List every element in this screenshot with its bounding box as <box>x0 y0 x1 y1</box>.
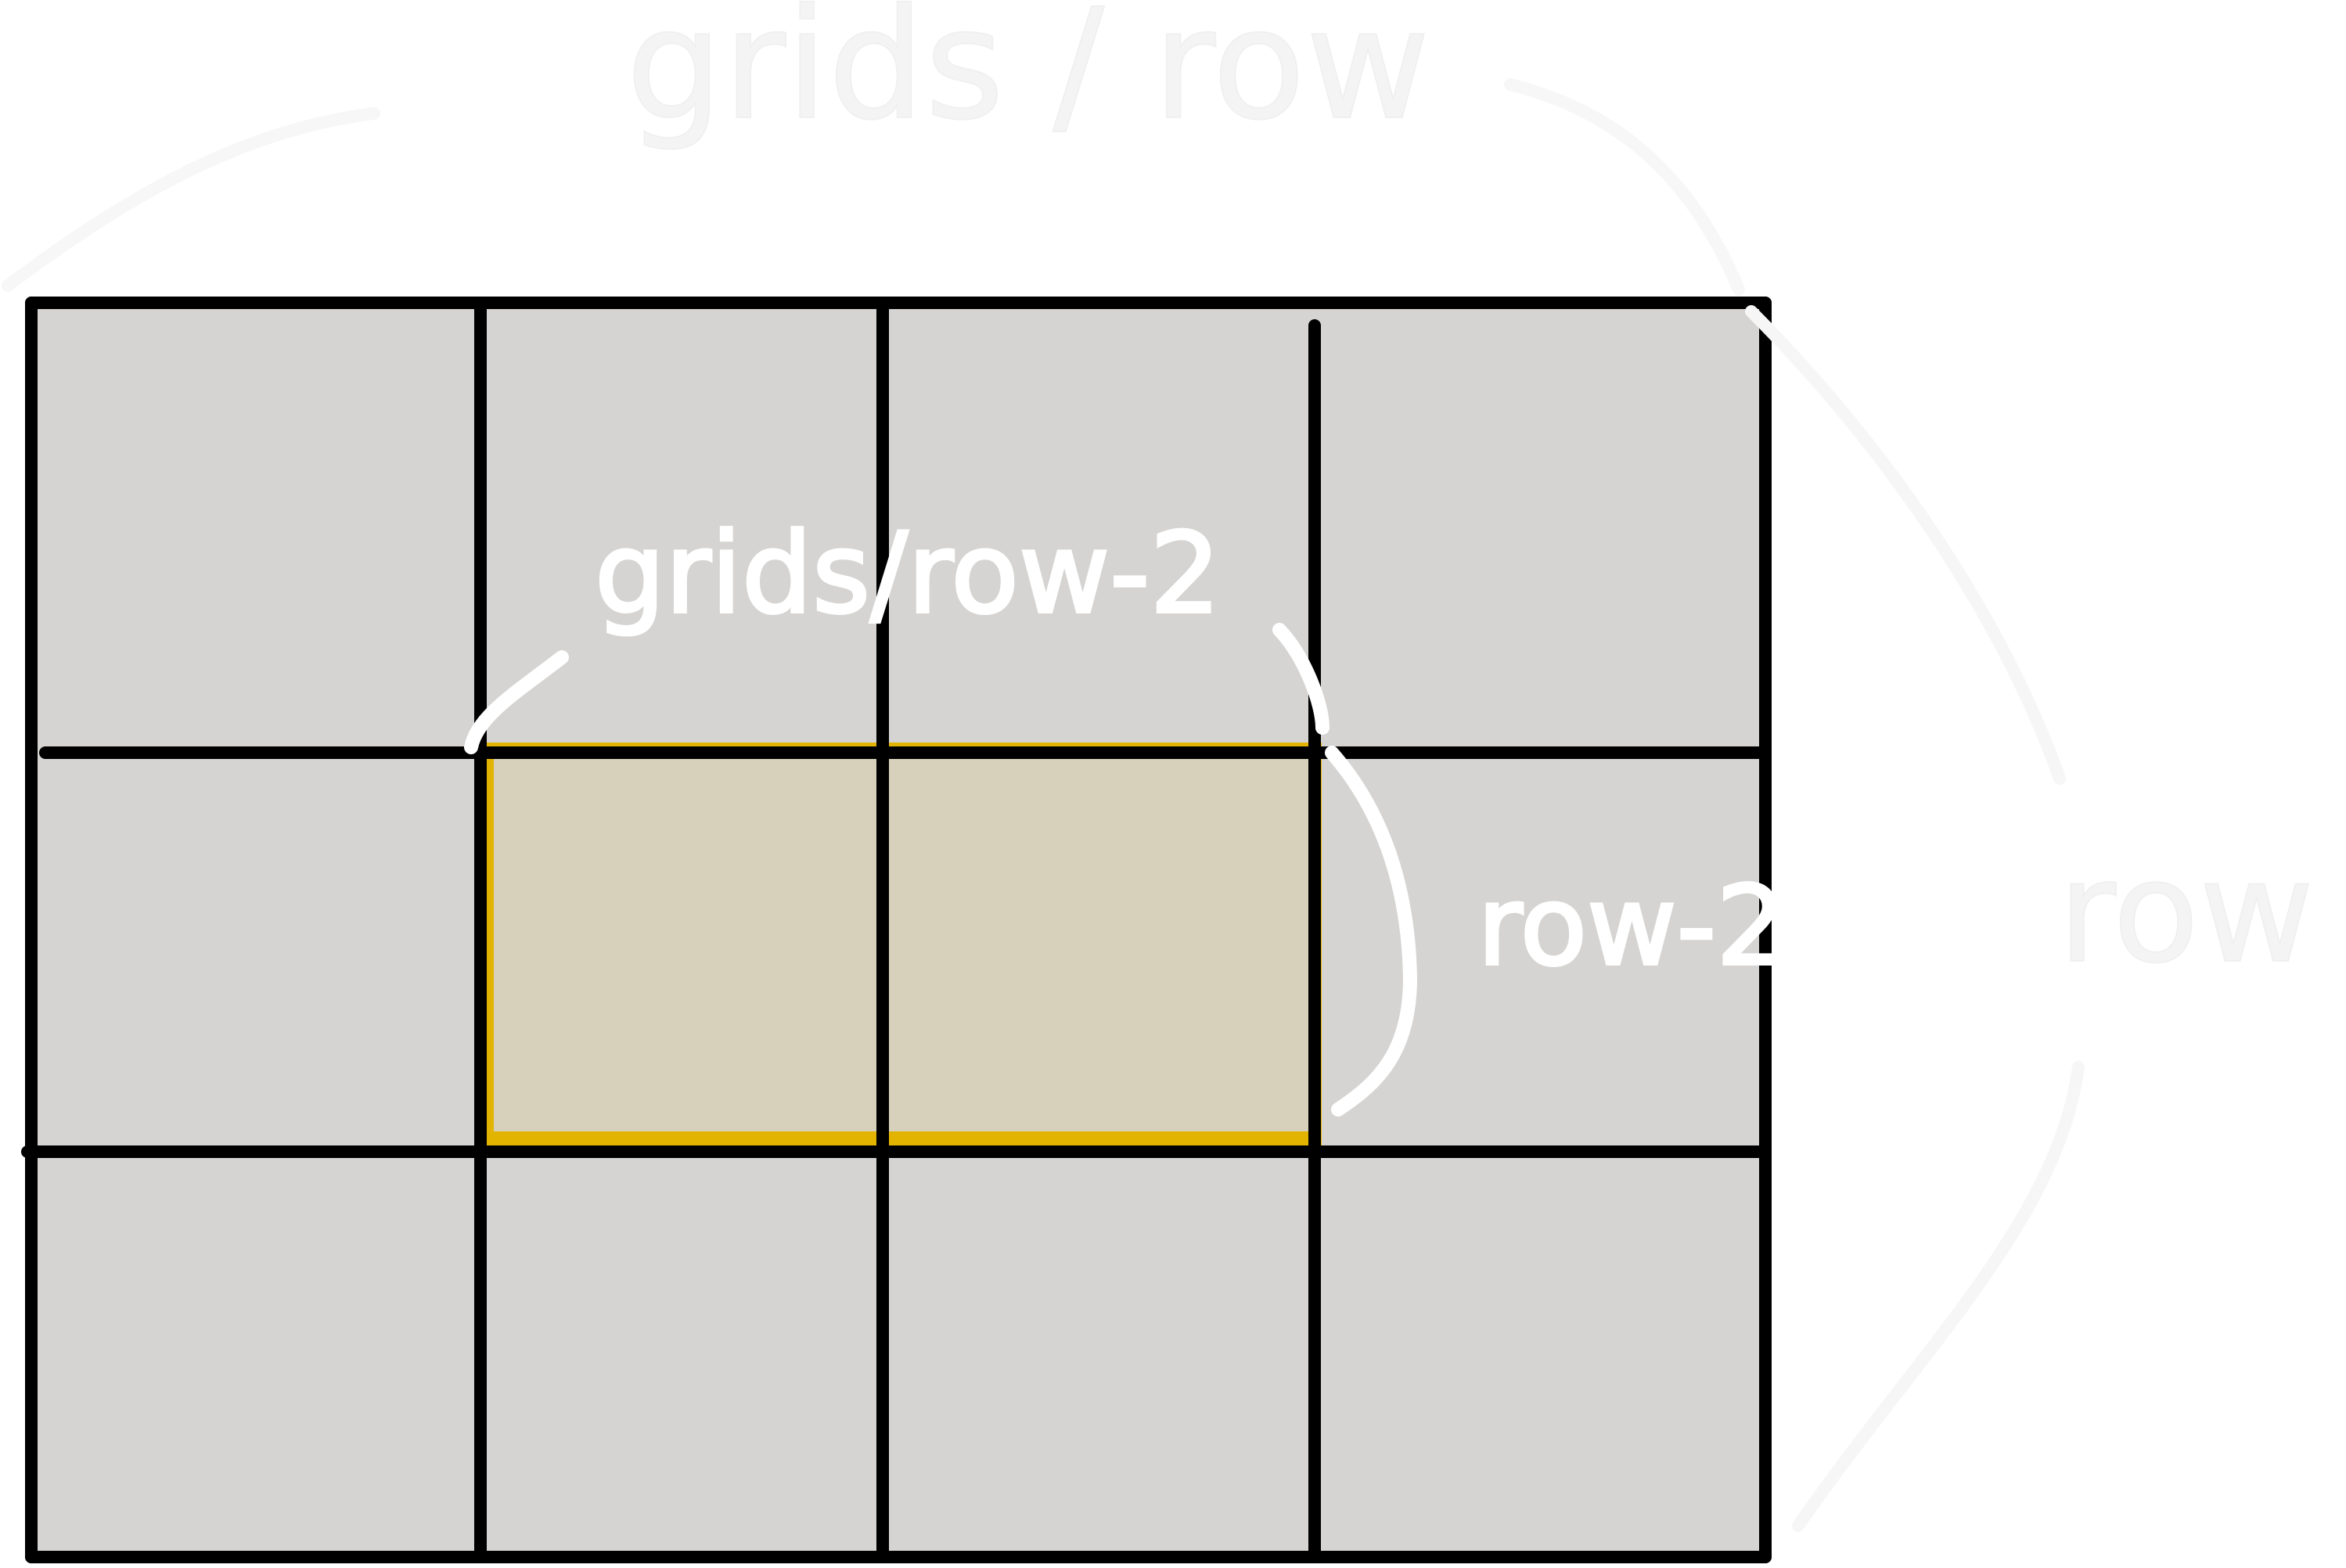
highlight-layer <box>486 743 1322 1156</box>
grid-cell-r3-c1 <box>31 1152 480 1557</box>
grid-cell-r1-c3 <box>883 303 1315 753</box>
grid-cell-r1-c2 <box>480 303 883 753</box>
faint-top-label-group: grids / row <box>2 0 1745 296</box>
annotations-layer: grids / row row grids/row-2 row-2 <box>2 0 2315 1532</box>
selected-width-label-group: grids/row-2 <box>464 508 1330 754</box>
grid-cell-r3-c2 <box>480 1152 883 1557</box>
selected-height-bracket <box>1325 746 1418 1117</box>
selected-width-leader-left <box>464 650 569 754</box>
faint-right-label: row <box>2058 831 2314 994</box>
grid-cell-r1-c1 <box>31 303 480 753</box>
grid-cell-r1-c4 <box>1315 303 1765 753</box>
selected-area <box>486 743 1322 1156</box>
selected-height-label-group: row-2 <box>1325 746 1787 1117</box>
grid-lines <box>21 297 1772 1563</box>
faint-top-arc-left <box>2 107 380 292</box>
faint-top-label: grids / row <box>626 0 1430 153</box>
grid-cell-r3-c4 <box>1315 1152 1765 1557</box>
grid-cell-r2-c4 <box>1315 753 1765 1152</box>
faint-right-arc-bottom <box>1792 1061 2085 1532</box>
selected-width-label: grids/row-2 <box>595 509 1221 638</box>
faint-right-arc-top <box>1745 305 2066 785</box>
selected-width-leader-right <box>1272 623 1330 735</box>
grid-cell-r2-c1 <box>31 753 480 1152</box>
grid-cell-r3-c3 <box>883 1152 1315 1557</box>
faint-right-label-group: row <box>1745 305 2315 1532</box>
selected-height-label: row-2 <box>1477 863 1786 991</box>
faint-top-arc-right <box>1504 78 1745 296</box>
